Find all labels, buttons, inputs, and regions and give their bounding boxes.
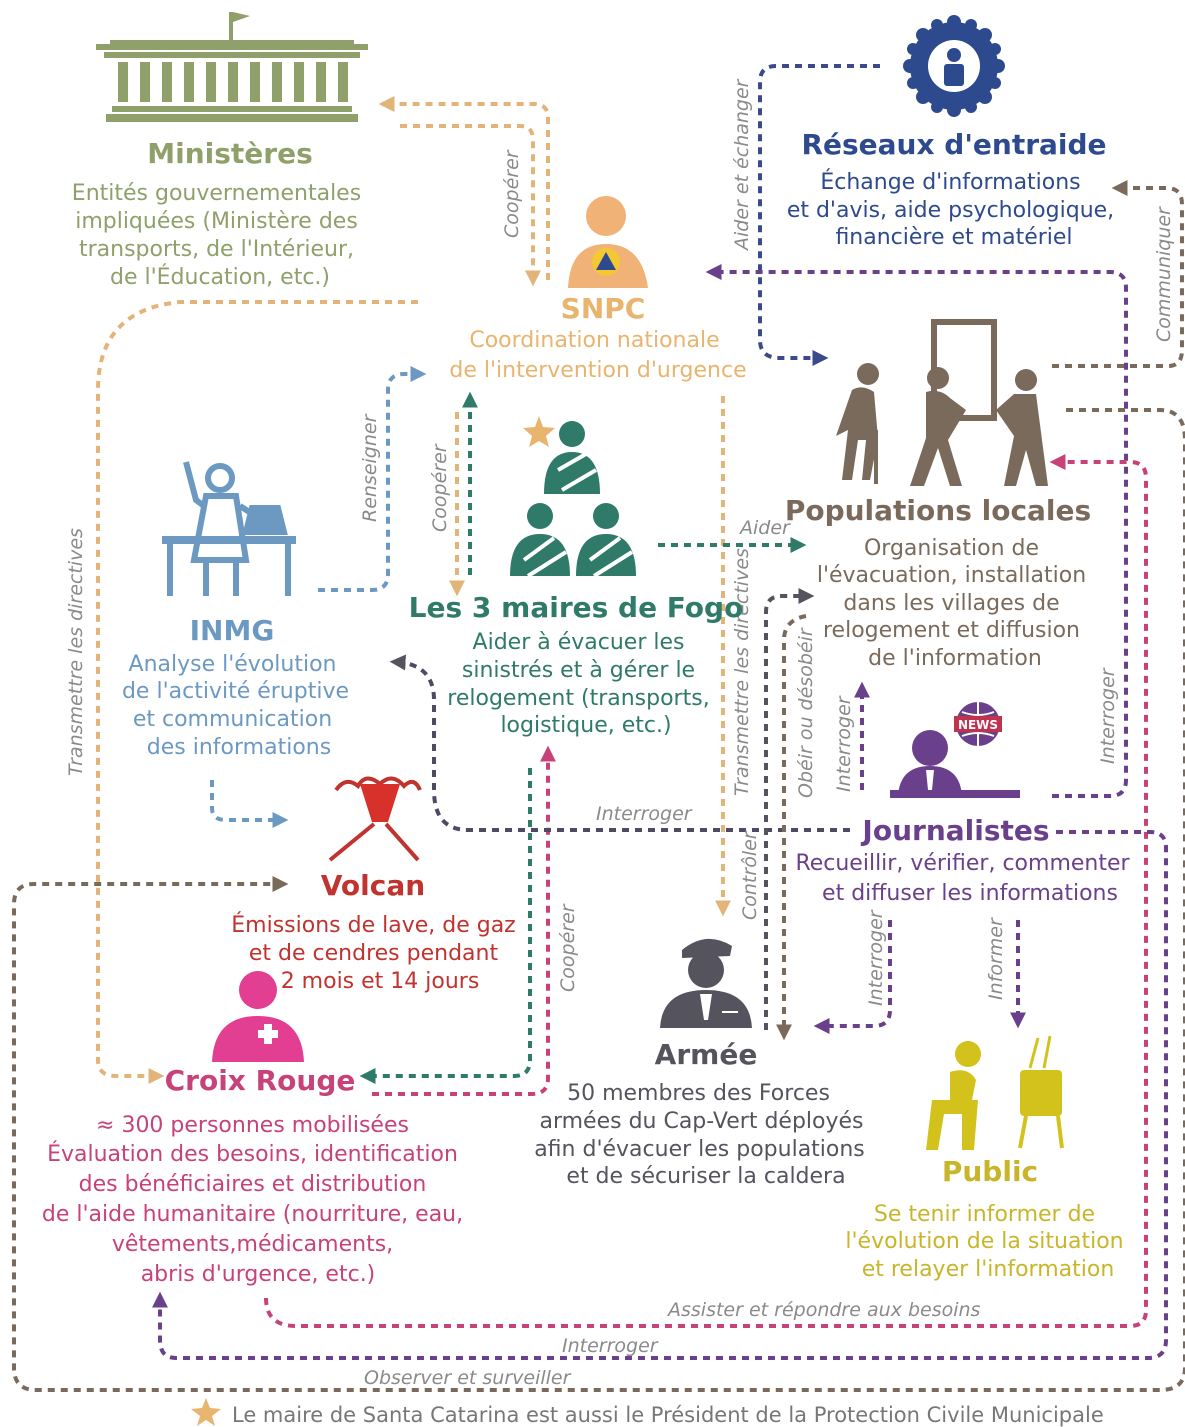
network-gear-person-icon: [903, 15, 1005, 117]
node-public: Public Se tenir informer de l'évolution …: [845, 1035, 1130, 1282]
star-icon: [523, 416, 555, 447]
label-controler: Contrôler: [739, 830, 761, 920]
edge-croix-rouge-to-maires: [372, 745, 556, 1096]
label-observer: Observer et surveiller: [364, 1367, 572, 1389]
volcan-title: Volcan: [321, 869, 425, 902]
label-cooperer-snpc-maires: Coopérer: [429, 443, 451, 532]
armee-title: Armée: [655, 1038, 758, 1071]
inmg-title: INMG: [190, 614, 275, 647]
label-aider: Aider: [738, 517, 791, 539]
node-ministeres: Ministères Entités gouvernementales impl…: [72, 12, 368, 290]
label-interroger-bas: Interroger: [562, 1335, 659, 1357]
edge-journalistes-to-inmg: [389, 654, 850, 832]
label-interroger-armee: Interroger: [865, 909, 887, 1006]
edge-labels: Coopérer Aider et échanger Communiquer R…: [65, 78, 1175, 1389]
croix-rouge-desc: ≈ 300 personnes mobilisées Évaluation de…: [42, 1113, 470, 1287]
edge-armee-to-populations: [764, 588, 815, 1030]
svg-text:NEWS: NEWS: [958, 718, 998, 732]
edge-populations-to-reseaux: [1052, 180, 1184, 368]
volcano-icon: [328, 776, 422, 862]
armee-desc: 50 membres des Forces armées du Cap-Vert…: [534, 1081, 872, 1189]
scientist-lab-icon: [162, 461, 296, 596]
maires-title: Les 3 maires de Fogo: [409, 591, 744, 624]
edge-inmg-to-volcan: [210, 780, 289, 828]
star-icon: [191, 1398, 221, 1426]
red-cross-person-icon: [212, 971, 304, 1062]
snpc-desc: Coordination nationale de l'intervention…: [449, 328, 746, 383]
populations-title: Populations locales: [785, 494, 1091, 527]
news-anchor-icon: NEWS: [890, 702, 1020, 798]
government-building-icon: [96, 12, 368, 122]
volcan-desc: Émissions de lave, de gaz et de cendres …: [231, 912, 522, 994]
label-informer: Informer: [985, 917, 1007, 1000]
populations-desc: Organisation de l'évacuation, installati…: [817, 536, 1093, 671]
edge-snpc-to-ministeres: [378, 96, 550, 280]
node-populations: Populations locales Organisation de l'év…: [785, 319, 1093, 671]
public-desc: Se tenir informer de l'évolution de la s…: [845, 1202, 1130, 1282]
croix-rouge-title: Croix Rouge: [165, 1064, 356, 1097]
person-watching-tv-icon: [926, 1035, 1064, 1150]
node-reseaux: Réseaux d'entraide Échange d'information…: [787, 15, 1121, 250]
label-cooperer-ministeres: Coopérer: [501, 149, 523, 238]
label-transmettre-droite: Transmettre les directives: [731, 548, 753, 796]
reseaux-desc: Échange d'informations et d'avis, aide p…: [787, 169, 1121, 250]
people-carrying-icon: [836, 319, 1048, 486]
edges: [12, 64, 1185, 1392]
edge-populations-to-volcan: [12, 408, 1185, 1392]
edge-journalistes-to-croix-rouge: [152, 830, 1168, 1360]
label-interroger-inmg: Interroger: [596, 803, 693, 825]
public-title: Public: [942, 1155, 1038, 1188]
label-communiquer: Communiquer: [1153, 206, 1175, 342]
edge-journalistes-to-snpc: [705, 264, 1128, 798]
node-snpc: SNPC Coordination nationale de l'interve…: [449, 196, 747, 383]
soldier-icon: [660, 938, 752, 1028]
label-aider-echanger: Aider et échanger: [731, 78, 753, 252]
node-volcan: Volcan Émissions de lave, de gaz et de c…: [231, 776, 522, 994]
ministeres-title: Ministères: [147, 137, 313, 170]
ministeres-desc: Entités gouvernementales impliquées (Min…: [72, 181, 368, 290]
journalistes-desc: Recueillir, vérifier, commenter et diffu…: [795, 851, 1136, 906]
node-inmg: INMG Analyse l'évolution de l'activité é…: [122, 461, 356, 760]
label-interroger-pop: Interroger: [833, 695, 855, 792]
node-croix-rouge: Croix Rouge ≈ 300 personnes mobilisées É…: [42, 971, 470, 1287]
label-interroger-reseaux: Interroger: [1097, 667, 1119, 764]
reseaux-title: Réseaux d'entraide: [801, 128, 1106, 161]
inmg-desc: Analyse l'évolution de l'activité érupti…: [122, 652, 356, 760]
label-assister: Assister et répondre aux besoins: [666, 1299, 981, 1321]
edge-ministeres-to-snpc: [400, 124, 541, 287]
node-armee: Armée 50 membres des Forces armées du Ca…: [534, 938, 872, 1189]
three-mayors-icon: [510, 416, 636, 578]
civil-protection-person-icon: [568, 196, 648, 288]
label-obeir: Obéir ou désobéir: [795, 627, 817, 798]
label-transmettre-gauche: Transmettre les directives: [65, 528, 87, 776]
label-renseigner: Renseigner: [359, 413, 381, 522]
node-maires: Les 3 maires de Fogo Aider à évacuer les…: [409, 416, 744, 738]
node-journalistes: NEWS Journalistes Recueillir, vérifier, …: [795, 702, 1136, 906]
label-cooperer-croix: Coopérer: [557, 903, 579, 992]
footnote: Le maire de Santa Catarina est aussi le …: [191, 1398, 1104, 1427]
edge-reseaux-to-populations: [758, 64, 880, 366]
edge-maires-to-croix-rouge: [359, 768, 532, 1084]
maires-desc: Aider à évacuer les sinistrés et à gérer…: [447, 630, 716, 738]
footnote-text: Le maire de Santa Catarina est aussi le …: [232, 1403, 1104, 1427]
edge-inmg-to-snpc: [318, 366, 427, 592]
edge-populations-to-armee: [776, 614, 807, 1041]
snpc-title: SNPC: [561, 292, 646, 325]
journalistes-title: Journalistes: [860, 814, 1049, 847]
